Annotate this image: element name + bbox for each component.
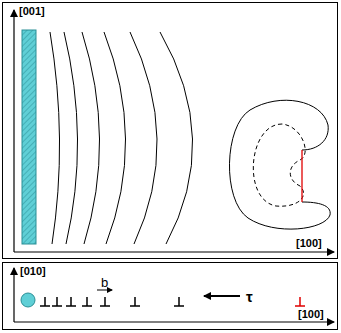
burgers-arrow xyxy=(97,290,112,291)
axis-label: [010] xyxy=(20,266,46,277)
axis xyxy=(13,268,14,322)
loop-inner xyxy=(253,124,305,206)
axis xyxy=(14,251,334,252)
red-dislocation xyxy=(295,297,305,306)
bottom-panel xyxy=(3,263,338,330)
dislocation-loop xyxy=(229,100,330,229)
stress-label: τ xyxy=(246,289,253,304)
axis-label: [100] xyxy=(296,238,322,249)
axis xyxy=(14,321,334,322)
obstacle-section xyxy=(21,293,35,307)
dislocation-lines xyxy=(50,32,193,244)
axis-label: [100] xyxy=(298,309,324,320)
top-panel xyxy=(3,3,338,259)
axis-label: [001] xyxy=(19,6,45,17)
red-segment xyxy=(301,150,302,202)
obstacle xyxy=(22,30,36,244)
burgers-label: b xyxy=(101,276,108,289)
axis xyxy=(13,10,14,252)
stress-arrow xyxy=(204,295,240,297)
edge-dislocations xyxy=(40,297,184,306)
